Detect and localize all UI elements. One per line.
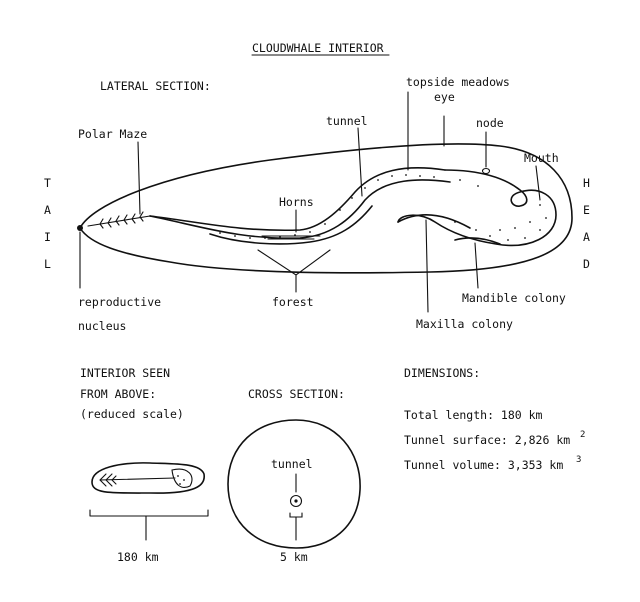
head-chamber xyxy=(397,169,557,247)
polar-maze-structure xyxy=(87,211,151,229)
label-mandible-colony: Mandible colony xyxy=(462,291,566,305)
tunnel-leader xyxy=(357,127,363,197)
label-nucleus: nucleus xyxy=(78,319,126,333)
tunnel-upper-wall xyxy=(149,167,446,232)
forest-bracket xyxy=(257,249,331,293)
cross-section-scale-label: 5 km xyxy=(280,550,308,564)
label-mouth: Mouth xyxy=(524,151,559,165)
tunnel-lower-wall xyxy=(149,179,451,239)
head-letter-a: A xyxy=(583,230,590,244)
cross-section-scale-bar xyxy=(289,512,303,541)
label-eye: eye xyxy=(434,90,455,104)
top-view-outline xyxy=(91,462,205,494)
label-polar-maze: Polar Maze xyxy=(78,127,147,141)
tail-letter-i: I xyxy=(44,230,51,244)
top-view-scale-label: 180 km xyxy=(117,550,159,564)
tunnel-stipple xyxy=(219,174,547,241)
dimension-tunnel-surface: Tunnel surface: 2,826 km xyxy=(404,433,570,447)
label-node: node xyxy=(476,116,504,130)
reproductive-nucleus-dot xyxy=(77,225,83,231)
label-horns: Horns xyxy=(279,195,314,209)
dimension-tunnel-volume-exponent: 3 xyxy=(576,455,581,465)
label-forest: forest xyxy=(272,295,314,309)
top-view-maze xyxy=(99,473,117,487)
cross-section-tunnel-core xyxy=(294,499,298,503)
top-view-heading-line2: FROM ABOVE: xyxy=(80,387,156,401)
mouth-leader xyxy=(535,165,541,201)
dimension-tunnel-surface-exponent: 2 xyxy=(580,430,585,440)
cross-section-tunnel-ring xyxy=(289,494,303,508)
dimension-tunnel-volume: Tunnel volume: 3,353 km xyxy=(404,458,563,472)
tunnel-floor xyxy=(209,205,373,245)
cross-section-heading: CROSS SECTION: xyxy=(248,387,345,401)
lateral-section-heading: LATERAL SECTION: xyxy=(100,79,211,93)
label-reproductive: reproductive xyxy=(78,295,161,309)
polar-maze-leader xyxy=(137,141,141,215)
tail-letter-a: A xyxy=(44,203,51,217)
top-view-heading-line3: (reduced scale) xyxy=(80,407,184,421)
top-view-heading-line1: INTERIOR SEEN xyxy=(80,366,170,380)
dimension-total-length: Total length: 180 km xyxy=(404,408,543,422)
head-letter-h: H xyxy=(583,176,590,190)
label-tunnel: tunnel xyxy=(326,114,368,128)
horns-marking xyxy=(261,235,321,240)
maxilla-shelf xyxy=(397,214,471,229)
top-view-scale-bar xyxy=(89,509,209,541)
whale-body-outline xyxy=(79,143,573,274)
head-letter-d: D xyxy=(583,257,590,271)
top-view-stipple xyxy=(177,475,185,485)
mandible-leader xyxy=(474,242,479,289)
maxilla-leader xyxy=(425,219,429,313)
node-marker xyxy=(481,167,491,175)
tail-letter-l: L xyxy=(44,257,51,271)
head-letter-e: E xyxy=(583,203,590,217)
mandible-shelf xyxy=(454,237,501,245)
label-maxilla-colony: Maxilla colony xyxy=(416,317,513,331)
cross-section-tunnel-label: tunnel xyxy=(271,457,313,471)
label-topside-meadows: topside meadows xyxy=(406,75,510,89)
dimensions-heading: DIMENSIONS: xyxy=(404,366,480,380)
tail-letter-t: T xyxy=(44,176,51,190)
diagram-title: CLOUDWHALE INTERIOR xyxy=(252,41,384,55)
cross-section-outline xyxy=(227,419,361,549)
